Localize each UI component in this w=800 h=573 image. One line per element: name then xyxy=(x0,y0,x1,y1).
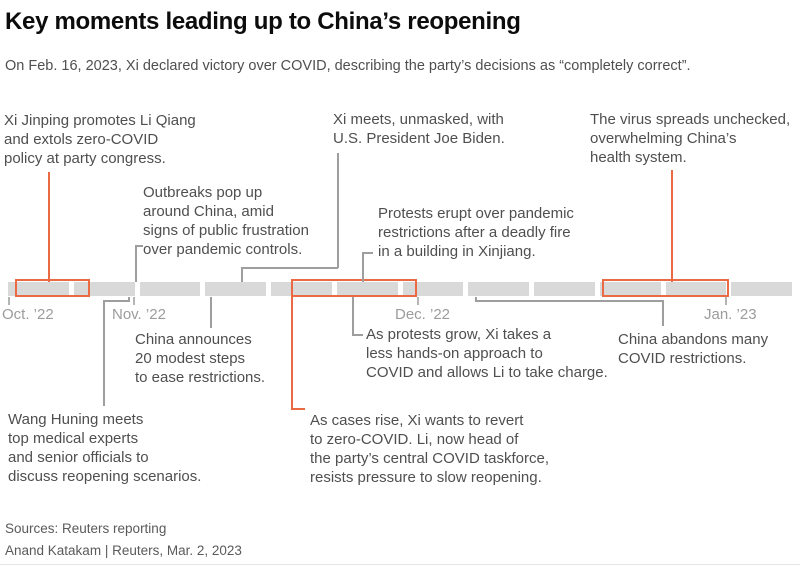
leader-line-abandons-v2 xyxy=(662,300,664,326)
leader-line-cases-rise-v xyxy=(291,297,293,410)
axis-tick-oct xyxy=(8,297,10,305)
event-cases-rise-li-resists: As cases rise, Xi wants to revert to zer… xyxy=(310,412,549,486)
leader-line-protests-grow-h xyxy=(352,334,363,336)
timeline-segment xyxy=(599,282,661,296)
leader-line-20-steps xyxy=(210,297,212,328)
event-xi-meets-biden: Xi meets, unmasked, with U.S. President … xyxy=(333,111,505,147)
axis-label-dec: Dec. ’22 xyxy=(395,306,451,323)
axis-tick-nov xyxy=(133,297,135,305)
leader-line-biden-h xyxy=(241,267,338,269)
bottom-divider xyxy=(0,564,800,565)
leader-line-biden-v1 xyxy=(337,153,339,268)
subtitle: On Feb. 16, 2023, Xi declared victory ov… xyxy=(5,58,691,74)
leader-line-protests-grow-v xyxy=(352,297,354,336)
highlight-box-late-november xyxy=(291,279,417,297)
page-title: Key moments leading up to China’s reopen… xyxy=(5,8,521,35)
leader-line-abandons-h xyxy=(475,300,664,302)
leader-line-biden-v2 xyxy=(241,267,243,282)
leader-line-wang-v1 xyxy=(128,297,130,302)
event-wang-huning-meets: Wang Huning meets top medical experts an… xyxy=(8,411,202,485)
event-xi-promotes-li-qiang: Xi Jinping promotes Li Qiang and extols … xyxy=(4,112,196,167)
leader-line-protests-v xyxy=(362,252,364,282)
leader-line-wang-v2 xyxy=(103,300,105,406)
leader-line-protests-h xyxy=(362,252,373,254)
timeline-segment xyxy=(402,282,464,296)
axis-label-oct: Oct. ’22 xyxy=(2,306,54,323)
event-china-abandons-restrictions: China abandons many COVID restrictions. xyxy=(618,331,769,367)
event-protests-erupt: Protests erupt over pandemic restriction… xyxy=(378,205,574,260)
axis-label-jan: Jan. ’23 xyxy=(704,306,757,323)
timeline-bar xyxy=(8,282,792,296)
timeline-segment xyxy=(665,282,727,296)
axis-tick-dec xyxy=(417,297,419,305)
leader-line-abandons-v1 xyxy=(475,297,477,302)
timeline-segment xyxy=(336,282,398,296)
timeline-segment xyxy=(731,282,792,296)
leader-line-outbreaks-h xyxy=(135,245,143,247)
timeline-segment xyxy=(205,282,266,296)
timeline-segment xyxy=(468,282,529,296)
leader-line-xi-promotes xyxy=(48,172,50,282)
axis-label-nov: Nov. ’22 xyxy=(112,306,166,323)
event-virus-spreads: The virus spreads unchecked, overwhelmin… xyxy=(590,111,791,166)
sources-line: Sources: Reuters reporting xyxy=(5,521,167,536)
event-protests-grow-li-charge: As protests grow, Xi takes a less hands-… xyxy=(366,326,608,381)
timeline-segment xyxy=(8,282,69,296)
leader-line-virus-spreads xyxy=(671,170,673,282)
timeline-segment xyxy=(139,282,201,296)
highlight-box-party-congress xyxy=(15,279,90,297)
event-outbreaks-pop-up: Outbreaks pop up around China, amid sign… xyxy=(143,184,309,258)
byline: Anand Katakam | Reuters, Mar. 2, 2023 xyxy=(5,543,242,558)
leader-line-cases-rise-h xyxy=(291,408,305,410)
highlight-box-late-december xyxy=(602,279,729,297)
event-china-announces-20-steps: China announces 20 modest steps to ease … xyxy=(135,331,266,386)
axis-tick-jan xyxy=(725,297,727,305)
leader-line-wang-h xyxy=(103,300,129,302)
timeline-segment xyxy=(271,282,332,296)
leader-line-outbreaks-v xyxy=(135,245,137,282)
timeline-segment xyxy=(534,282,595,296)
